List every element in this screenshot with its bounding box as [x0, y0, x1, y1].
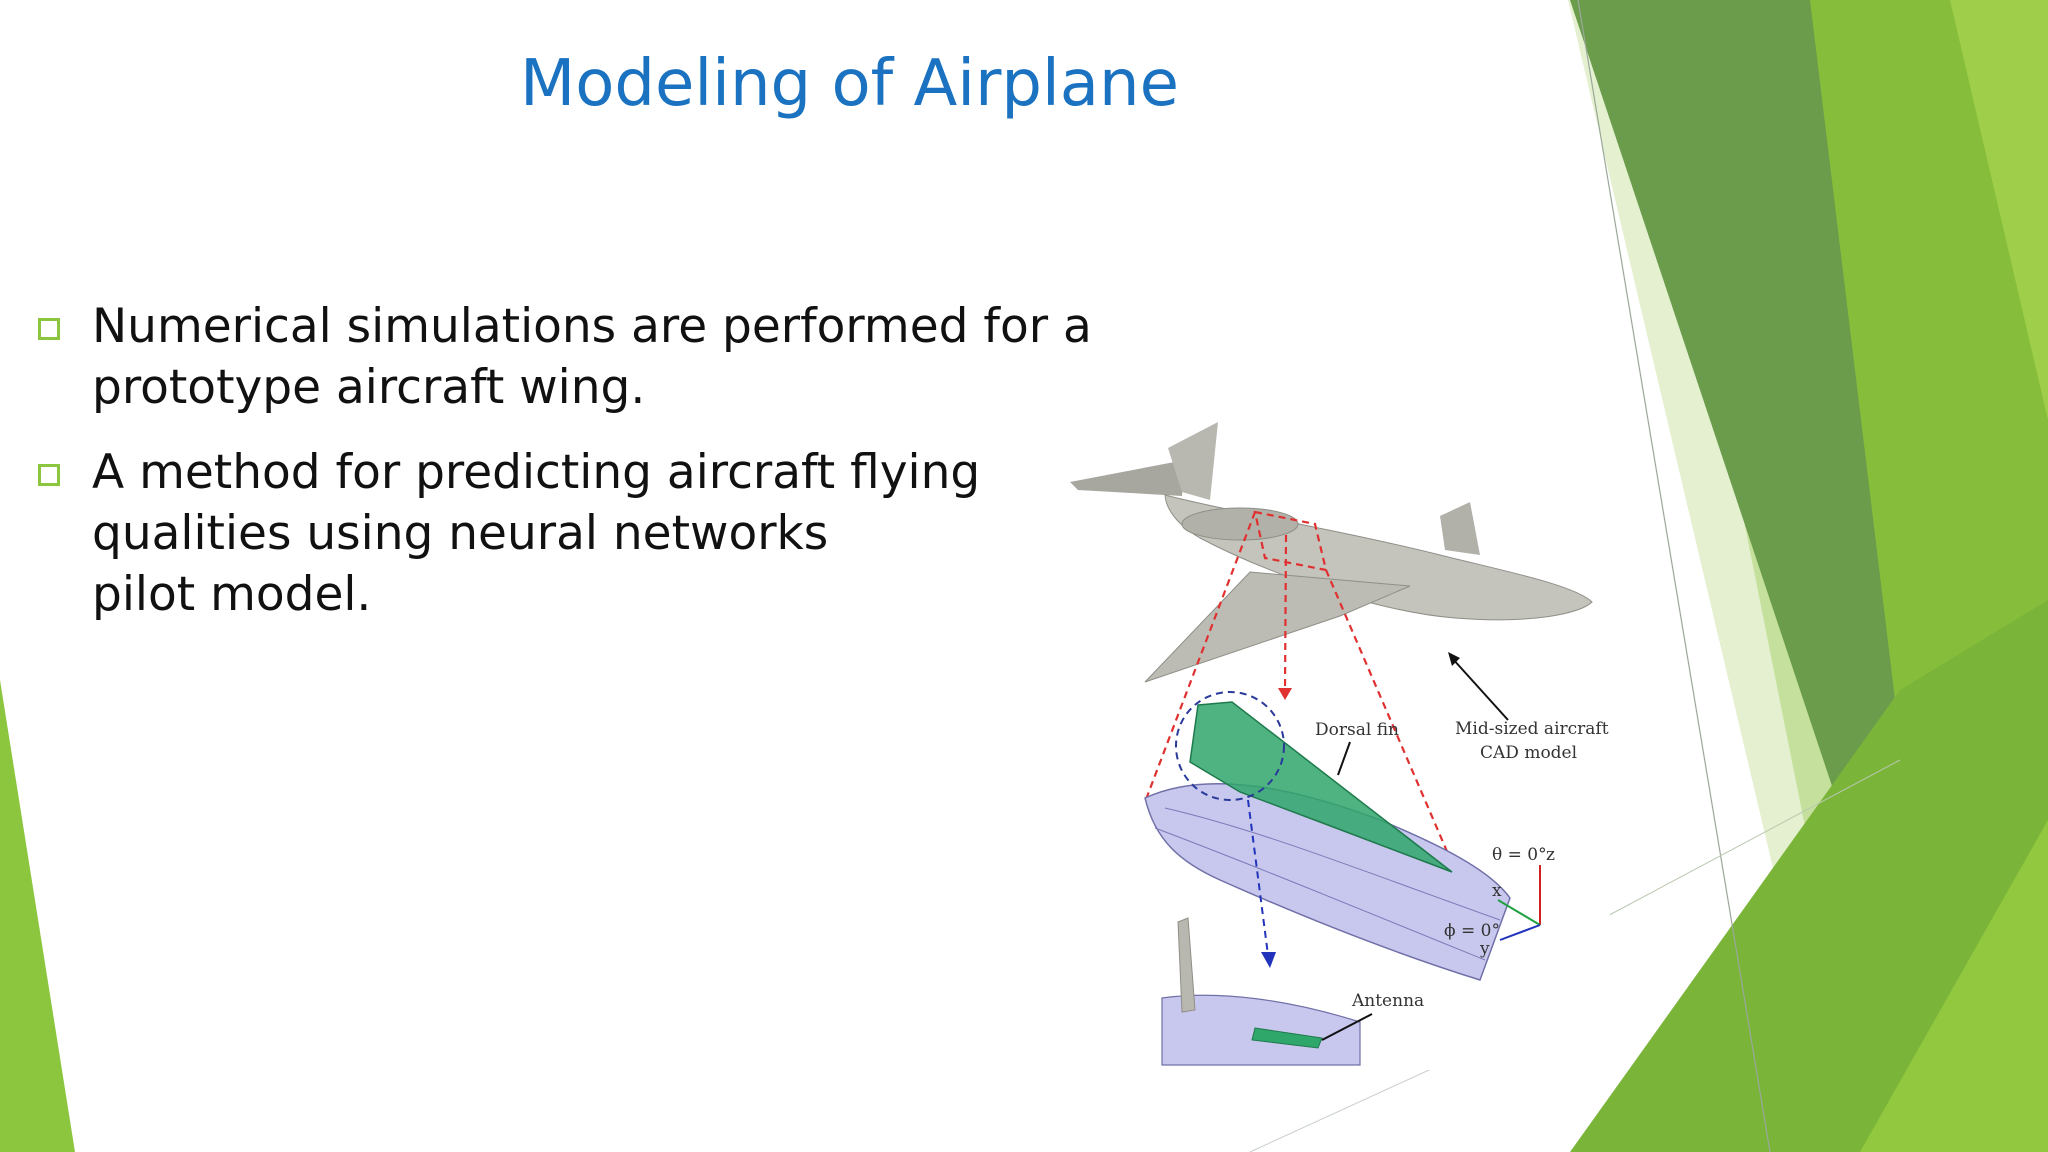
label-z-axis: z: [1546, 845, 1555, 865]
bullet-list: Numerical simulations are performed for …: [36, 296, 1096, 649]
square-bullet-icon: [38, 318, 63, 343]
wing: [1144, 571, 1411, 683]
bullet-line: Numerical simulations are performed for …: [92, 299, 1092, 354]
bullet-line: A method for predicting aircraft flying: [92, 445, 981, 500]
airplane-model: [1070, 422, 1593, 683]
bullet-line: qualities using neural networks: [92, 506, 829, 561]
blue-projection-line: [1247, 799, 1269, 956]
blue-arrowhead: [1261, 952, 1276, 968]
deco-left-sliver: [0, 680, 75, 1152]
label-dorsal-fin: Dorsal fin: [1315, 720, 1399, 740]
label-x-axis: x: [1492, 881, 1502, 901]
detail-circle: [1175, 691, 1285, 801]
red-projection-lines: [1143, 510, 1457, 871]
dorsal-fin: [1189, 701, 1453, 873]
deco-thin-line: [1577, 0, 1771, 1152]
vertical-tail: [1168, 422, 1218, 500]
label-pointer: [1451, 657, 1509, 721]
airplane-diagram: Dorsal fin Mid-sized aircraft CAD model …: [1060, 400, 1610, 1070]
pointer-arrowhead: [1448, 652, 1460, 666]
antenna-detail: Antenna: [1161, 917, 1424, 1066]
label-pointer: [1337, 741, 1351, 776]
label-antenna: Antenna: [1351, 991, 1424, 1011]
bullet-line: pilot model.: [92, 567, 372, 622]
antenna-element: [1251, 1027, 1323, 1049]
square-bullet-icon: [38, 464, 63, 489]
red-arrowhead: [1278, 688, 1292, 700]
horizontal-stabilizer: [1070, 460, 1185, 496]
antenna-mast: [1177, 917, 1196, 1013]
deco-lower-corner: [1860, 820, 2048, 1152]
bullet-item: A method for predicting aircraft flying …: [36, 442, 1096, 625]
wing-contour: [1154, 827, 1486, 961]
deco-thin-line: [1599, 759, 1901, 921]
y-axis: [1499, 924, 1541, 941]
bullet-item: Numerical simulations are performed for …: [36, 296, 1096, 418]
slide-title: Modeling of Airplane: [520, 47, 1179, 121]
label-theta: θ = 0°: [1492, 845, 1547, 865]
x-axis: [1497, 899, 1541, 926]
label-y-axis: y: [1479, 939, 1490, 959]
label-cad-model: CAD model: [1480, 743, 1577, 763]
label-phi: ϕ = 0°: [1444, 921, 1500, 941]
wing-contour: [1164, 807, 1501, 921]
label-cad-model: Mid-sized aircraft: [1455, 719, 1609, 739]
coordinate-axes: θ = 0° z x ϕ = 0° y: [1444, 845, 1555, 959]
engine-nacelle: [1181, 507, 1299, 541]
bullet-line: prototype aircraft wing.: [92, 360, 646, 415]
figure-background: [1060, 400, 1610, 1070]
label-pointer: [1321, 1013, 1373, 1041]
deco-top-corner: [1950, 0, 2048, 420]
winglet: [1440, 502, 1480, 555]
deco-lower-triangle: [1570, 600, 2048, 1152]
